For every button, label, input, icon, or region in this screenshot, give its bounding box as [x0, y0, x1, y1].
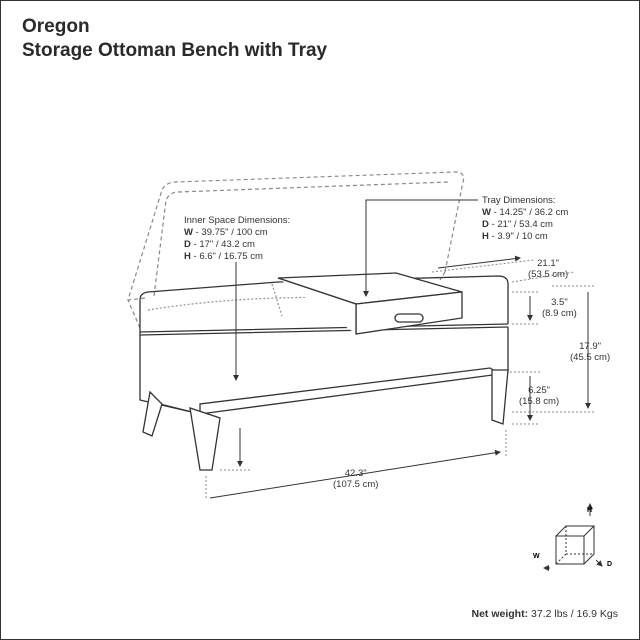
tray-heading: Tray Dimensions: — [482, 195, 556, 206]
tray-dimensions-note: Tray Dimensions: W - 14.25" / 36.2 cm D … — [482, 195, 568, 243]
inner-space-note: Inner Space Dimensions: W - 39.75" / 100… — [184, 215, 290, 263]
axis-h-label: H — [587, 507, 592, 514]
tray-row-height: H - 3.9" / 10 cm — [482, 231, 548, 242]
clearance-label: 6.25" (15.8 cm) — [519, 385, 560, 407]
total-height-dimension-line — [512, 285, 596, 413]
depth-label: 21.1" (53.5 cm) — [528, 258, 569, 280]
brand-title: Oregon — [22, 16, 90, 37]
open-lid-outline — [127, 171, 465, 329]
lid-height-label: 3.5" (8.9 cm) — [542, 297, 577, 319]
tray-leader-line — [363, 199, 478, 297]
axis-d-label: D — [607, 561, 612, 568]
depth-dimension-line — [431, 255, 575, 283]
inner-heading: Inner Space Dimensions: — [184, 215, 291, 226]
width-label: 42.3" (107.5 cm) — [333, 468, 379, 490]
axis-cube-icon — [543, 503, 603, 571]
inner-row-width: W - 39.75" / 100 cm — [184, 227, 268, 238]
product-title: Storage Ottoman Bench with Tray — [22, 40, 328, 61]
tray-row-width: W - 14.25" / 36.2 cm — [482, 207, 569, 218]
width-dimension-line — [205, 430, 507, 500]
bench-legs — [142, 369, 509, 471]
tray-row-depth: D - 21" / 53.4 cm — [482, 219, 553, 230]
total-height-label: 17.9" (45.5 cm) — [570, 341, 611, 363]
inner-row-depth: D - 17" / 43.2 cm — [184, 239, 255, 250]
clearance-dimension-line — [220, 371, 540, 471]
tray — [277, 272, 463, 335]
lid-height-dimension-line — [512, 291, 540, 325]
inner-row-height: H - 6.6" / 16.75 cm — [184, 251, 263, 262]
net-weight: Net weight: 37.2 lbs / 16.9 Kgs — [471, 608, 619, 620]
axis-w-label: W — [533, 553, 540, 560]
